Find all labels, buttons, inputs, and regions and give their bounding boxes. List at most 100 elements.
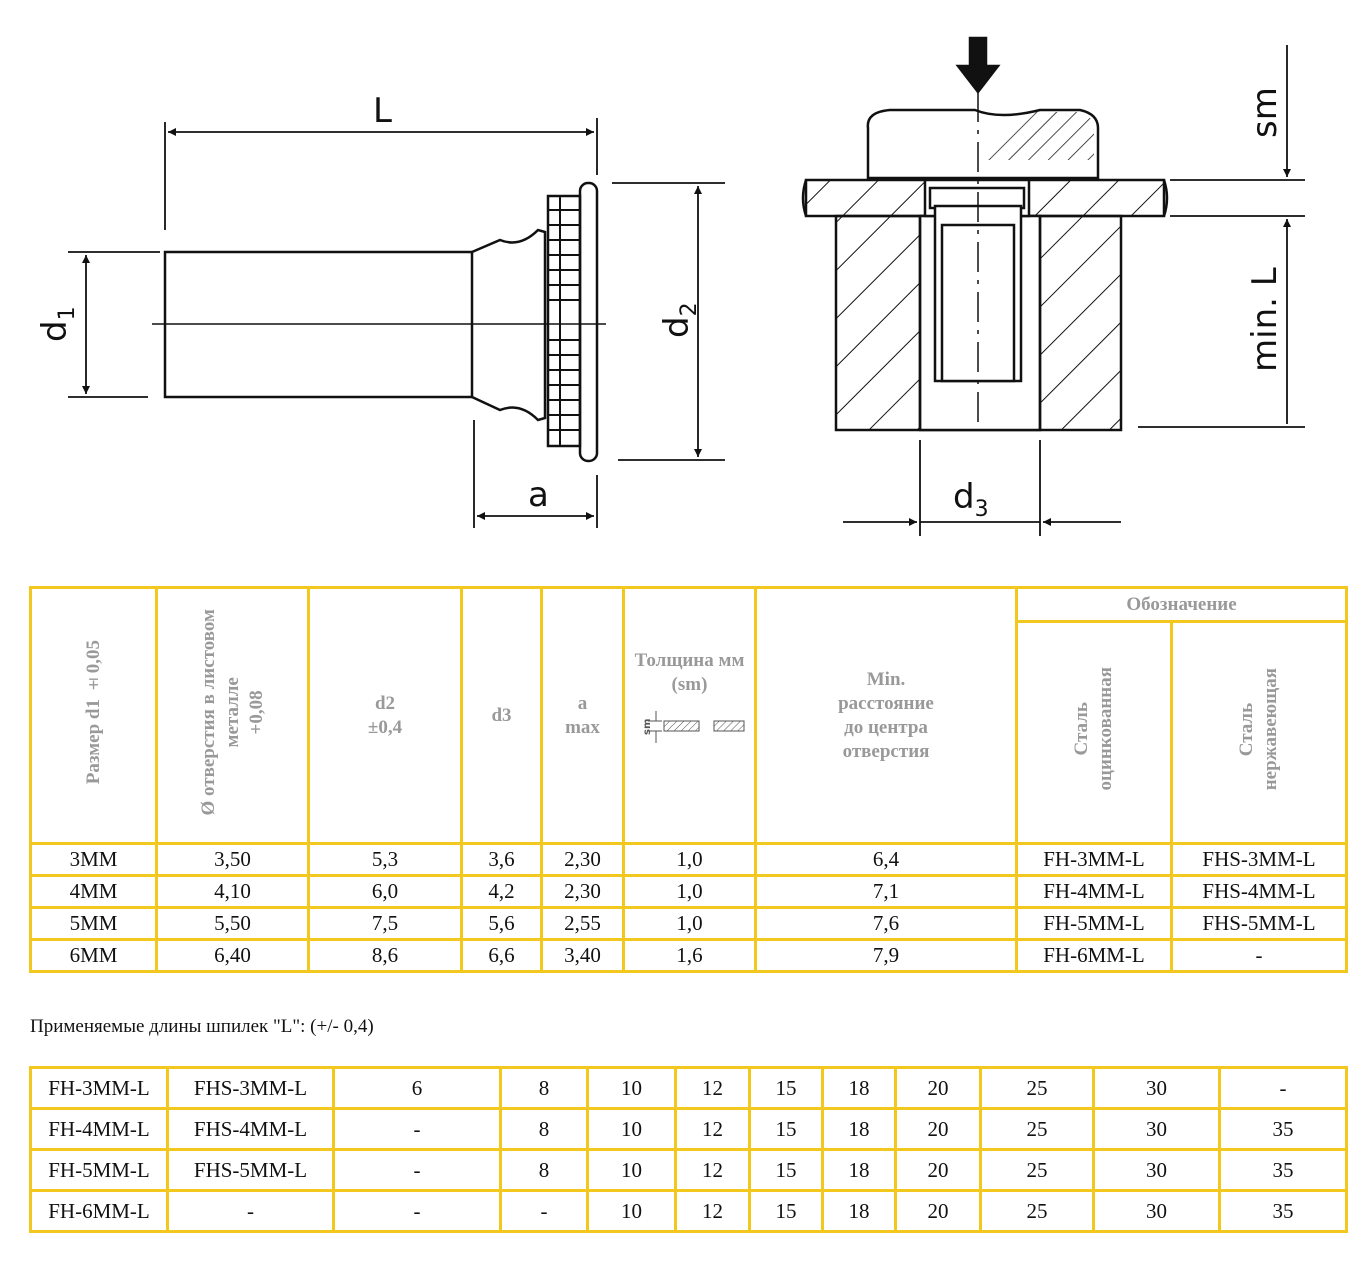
technical-drawing: L d1 d2 a <box>35 36 1305 536</box>
cell-stainless: - <box>1169 938 1349 973</box>
cell-a: 2,30 <box>540 842 625 877</box>
cell-d2: 6,0 <box>307 874 463 909</box>
label-L: L <box>373 91 392 131</box>
cell-a: 2,30 <box>540 874 625 909</box>
cell-hole: 4,10 <box>155 874 310 909</box>
cell-thickness: 1,0 <box>622 842 757 877</box>
table-row: 4MM 4,10 6,0 4,2 2,30 1,0 7,1 FH-4MM-L F… <box>29 874 1349 909</box>
cell-stainless-code: - <box>166 1189 335 1233</box>
cell-length: 6 <box>332 1066 502 1110</box>
cell-galvanized-code: FH-6MM-L <box>29 1189 169 1233</box>
label-d3: d3 <box>953 477 989 522</box>
cell-min-distance: 7,6 <box>754 906 1018 941</box>
cell-length: 12 <box>674 1066 751 1110</box>
cell-length: - <box>1218 1066 1348 1110</box>
cell-length: 30 <box>1092 1148 1221 1192</box>
cell-length: 25 <box>979 1066 1095 1110</box>
stud-side-view <box>152 181 606 463</box>
cell-thickness: 1,0 <box>622 906 757 941</box>
cell-thickness: 1,6 <box>622 938 757 973</box>
cell-length: 25 <box>979 1107 1095 1151</box>
cell-galvanized: FH-3MM-L <box>1015 842 1173 877</box>
dimension-d3 <box>843 440 1121 536</box>
header-d3: d3 <box>460 586 543 845</box>
cell-thickness: 1,0 <box>622 874 757 909</box>
cell-hole: 3,50 <box>155 842 310 877</box>
lengths-note: Применяемые длины шпилек "L": (+/- 0,4) <box>30 1016 374 1037</box>
label-min-L: min. L <box>1245 267 1285 372</box>
cell-min-distance: 7,9 <box>754 938 1018 973</box>
cell-length: 25 <box>979 1189 1095 1233</box>
dimension-d2 <box>612 182 725 461</box>
cell-length: 15 <box>748 1148 824 1192</box>
cell-length: 35 <box>1218 1148 1348 1192</box>
cell-length: 10 <box>586 1066 677 1110</box>
cell-length: 18 <box>821 1189 897 1233</box>
label-d1: d1 <box>35 306 80 342</box>
cell-galvanized: FH-5MM-L <box>1015 906 1173 941</box>
cell-length: 30 <box>1092 1107 1221 1151</box>
cell-galvanized: FH-6MM-L <box>1015 938 1173 973</box>
cell-a: 3,40 <box>540 938 625 973</box>
cell-d2: 7,5 <box>307 906 463 941</box>
cell-length: 30 <box>1092 1189 1221 1233</box>
cell-stainless-code: FHS-5MM-L <box>166 1148 335 1192</box>
cell-length: 20 <box>894 1189 982 1233</box>
cell-length: 18 <box>821 1148 897 1192</box>
cell-d3: 3,6 <box>460 842 543 877</box>
label-sm: sm <box>1245 87 1285 138</box>
cell-length: 15 <box>748 1066 824 1110</box>
cell-galvanized: FH-4MM-L <box>1015 874 1173 909</box>
cell-d2: 5,3 <box>307 842 463 877</box>
cell-d2: 8,6 <box>307 938 463 973</box>
header-d2: d2±0,4 <box>307 586 463 845</box>
cell-size: 3MM <box>29 842 158 877</box>
table-row: 3MM 3,50 5,3 3,6 2,30 1,0 6,4 FH-3MM-L F… <box>29 842 1349 877</box>
cell-length: - <box>332 1148 502 1192</box>
table-row: 5MM 5,50 7,5 5,6 2,55 1,0 7,6 FH-5MM-L F… <box>29 906 1349 941</box>
cell-d3: 6,6 <box>460 938 543 973</box>
cell-length: 18 <box>821 1107 897 1151</box>
cell-galvanized-code: FH-5MM-L <box>29 1148 169 1192</box>
cell-length: 35 <box>1218 1189 1348 1233</box>
cell-length: 35 <box>1218 1107 1348 1151</box>
cell-length: 8 <box>499 1066 589 1110</box>
dimension-d1 <box>68 251 160 398</box>
cell-length: 10 <box>586 1189 677 1233</box>
cell-galvanized-code: FH-3MM-L <box>29 1066 169 1110</box>
cell-length: - <box>332 1189 502 1233</box>
cell-stainless: FHS-4MM-L <box>1169 874 1349 909</box>
installed-section-view <box>801 36 1169 432</box>
cell-length: 18 <box>821 1066 897 1110</box>
cell-length: 15 <box>748 1107 824 1151</box>
cell-length: 15 <box>748 1189 824 1233</box>
cell-stainless-code: FHS-3MM-L <box>166 1066 335 1110</box>
cell-length: 10 <box>586 1107 677 1151</box>
cell-stainless-code: FHS-4MM-L <box>166 1107 335 1151</box>
cell-min-distance: 7,1 <box>754 874 1018 909</box>
cell-length: 12 <box>674 1189 751 1233</box>
cell-length: 20 <box>894 1107 982 1151</box>
dimension-sm <box>1138 45 1305 428</box>
cell-a: 2,55 <box>540 906 625 941</box>
cell-size: 4MM <box>29 874 158 909</box>
cell-size: 5MM <box>29 906 158 941</box>
label-d2: d2 <box>657 302 702 338</box>
cell-stainless: FHS-3MM-L <box>1169 842 1349 877</box>
cell-length: - <box>332 1107 502 1151</box>
table-row: 6MM 6,40 8,6 6,6 3,40 1,6 7,9 FH-6MM-L - <box>29 938 1349 973</box>
cell-length: 8 <box>499 1148 589 1192</box>
cell-d3: 5,6 <box>460 906 543 941</box>
cell-hole: 6,40 <box>155 938 310 973</box>
cell-length: 30 <box>1092 1066 1221 1110</box>
